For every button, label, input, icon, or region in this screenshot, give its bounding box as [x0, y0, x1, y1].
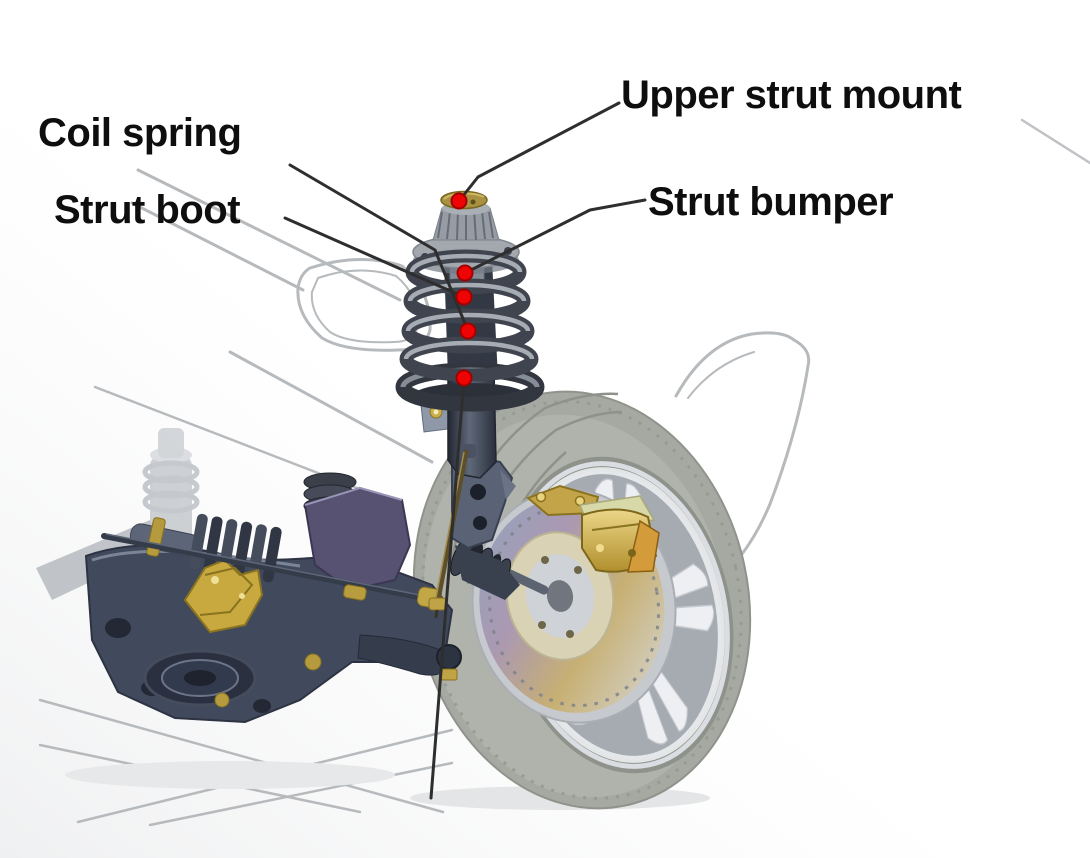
fender-arch-sketch-inner	[687, 351, 755, 399]
callout-dot-coil-spring	[459, 322, 477, 340]
knuckle-hole	[470, 484, 486, 500]
callout-line-upper-strut-mount	[457, 101, 621, 203]
ghost-spring-coil	[142, 475, 200, 499]
caliper-seam	[591, 523, 641, 531]
label-coil-spring: Coil spring	[38, 111, 242, 155]
bracket-bolt	[535, 491, 547, 503]
spring-seat-pan-center	[184, 670, 216, 686]
door-sketch-line	[228, 350, 434, 464]
ball-joint-nut	[440, 668, 458, 681]
coil-highlight	[405, 312, 531, 332]
caliper-bolt	[596, 544, 604, 552]
callout-dot-upper-strut-mount	[450, 192, 468, 210]
shadow	[65, 761, 395, 789]
label-strut-bumper: Strut bumper	[648, 180, 894, 224]
link-thread	[434, 609, 439, 619]
link-rod-highlight	[435, 451, 465, 599]
callout-dot-lower-spring-seat-point	[455, 369, 473, 387]
rack-mount-bracket	[303, 472, 412, 592]
roof-sketch-line	[1020, 118, 1090, 165]
callout-line-coil-spring	[288, 163, 470, 333]
callout-line-lower-spring-seat-point	[429, 376, 466, 800]
ghost-spring-coil	[142, 490, 200, 514]
caliper-bolt	[628, 549, 636, 557]
coil-spring-part	[399, 249, 539, 382]
callout-layer	[283, 101, 647, 800]
tie-rod	[101, 533, 427, 601]
label-upper-strut-mount: Upper strut mount	[621, 73, 962, 117]
cone-ribs	[437, 209, 494, 241]
callout-line-strut-boot	[283, 216, 466, 299]
nut-mark	[470, 199, 476, 205]
ghost-spring-coil	[142, 460, 200, 484]
brake-caliper	[526, 484, 660, 573]
gold-bolt	[214, 692, 230, 708]
callout-line-strut-bumper	[463, 198, 647, 275]
tab-bolt-glint	[433, 409, 439, 415]
window-sketch-line	[130, 201, 305, 292]
axle-shaft	[505, 569, 549, 595]
coil-highlight	[407, 282, 527, 302]
coil-highlight	[409, 253, 523, 273]
disc-vent-holes	[487, 504, 661, 708]
callout-dot-strut-bumper	[456, 264, 474, 282]
knuckle-lower-arm	[455, 545, 520, 600]
subframe-assembly	[84, 472, 462, 724]
knuckle-tab	[500, 470, 516, 500]
control-arm	[357, 634, 449, 676]
side-mirror-sketch	[296, 258, 432, 352]
sill-sketch-line	[148, 761, 454, 827]
fender-arch-sketch	[674, 331, 796, 398]
tie-rod-highlight	[105, 533, 421, 596]
bracket-highlight	[304, 486, 403, 506]
label-strut-boot: Strut boot	[54, 188, 241, 232]
rack-clamp-gold	[183, 558, 264, 634]
gold-bolt	[304, 653, 322, 671]
ghost-mount	[158, 428, 184, 458]
link-nut	[428, 597, 447, 611]
coil-highlight	[403, 340, 535, 360]
wheel-studs	[538, 556, 582, 638]
sill-sketch-line	[38, 698, 445, 814]
fender-arch-sketch	[730, 338, 811, 568]
callout-dot-strut-boot	[455, 288, 473, 306]
tie-rod-adjuster	[343, 584, 367, 601]
hub-center	[546, 580, 574, 612]
window-sketch-line	[136, 168, 402, 302]
knuckle-hole	[473, 516, 487, 530]
